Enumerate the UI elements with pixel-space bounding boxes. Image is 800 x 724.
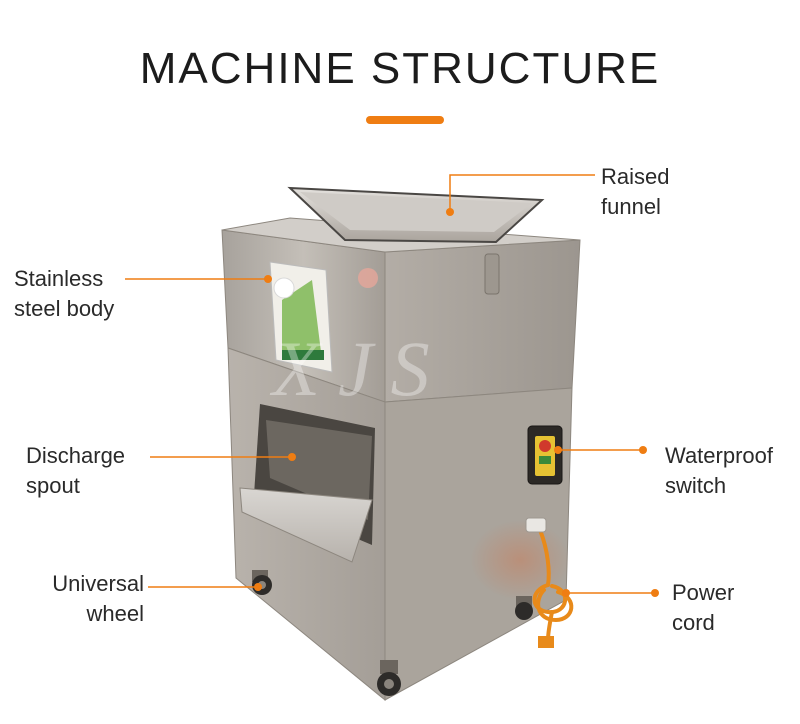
label-power-cord-line1: Power [672,580,735,605]
callout-raised-funnel [449,174,595,210]
callout-dots [254,208,659,597]
label-discharge-spout: Discharge spout [26,441,125,501]
title-underline [366,116,444,124]
label-universal-wheel-line2: wheel [86,601,144,626]
label-universal-wheel-line1: Universal [52,571,144,596]
raised-funnel [287,186,545,244]
label-power-cord-line2: cord [672,610,715,635]
label-raised-funnel-line2: funnel [601,194,661,219]
label-raised-funnel: Raised funnel [601,162,669,222]
label-stainless-body-line1: Stainless [14,266,104,291]
label-power-cord: Power cord [672,578,734,638]
label-stainless-body-line2: steel body [14,296,115,321]
label-waterproof-switch-line2: switch [665,473,727,498]
label-discharge-spout-line1: Discharge [26,443,126,468]
discharge-spout [239,404,375,563]
label-universal-wheel: Universal wheel [34,569,144,629]
callout-lines [125,174,655,594]
label-discharge-spout-line2: spout [26,473,80,498]
label-stainless-body: Stainless steel body [14,264,114,324]
label-raised-funnel-line1: Raised [601,164,670,189]
waterproof-switch [527,425,563,485]
label-waterproof-switch: Waterproof switch [665,441,773,501]
watermark: XJS [269,325,447,412]
page-title: MACHINE STRUCTURE [139,44,661,93]
label-waterproof-switch-line1: Waterproof [665,443,774,468]
